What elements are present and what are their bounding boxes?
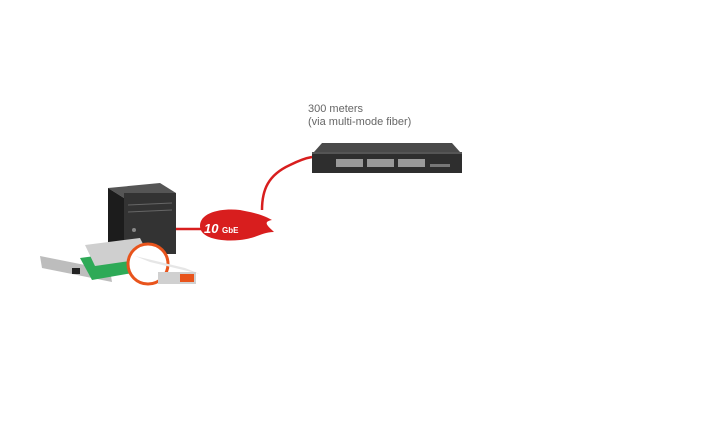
- speed-badge: 10 GbE: [200, 209, 274, 241]
- distance-label: 300 meters (via multi-mode fiber): [308, 103, 411, 129]
- distance-label-line2: (via multi-mode fiber): [308, 116, 412, 128]
- sfp-transceiver: [126, 242, 200, 286]
- speed-badge-suffix: GbE: [222, 226, 239, 235]
- fiber-cable: [172, 155, 313, 231]
- speed-badge-number: 10: [204, 221, 219, 236]
- distance-label-line1: 300 meters: [308, 103, 364, 115]
- network-switch: [312, 143, 462, 173]
